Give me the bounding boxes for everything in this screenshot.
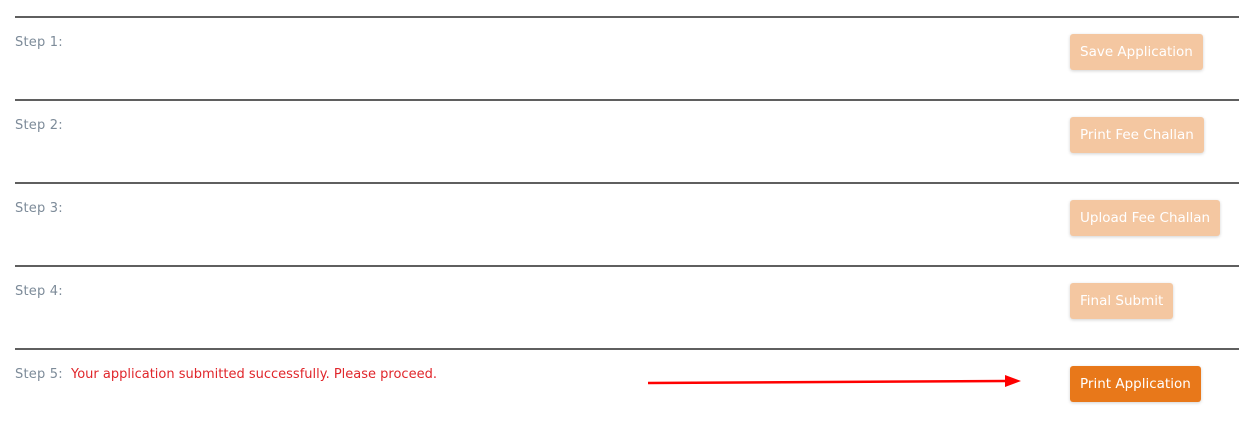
- print-fee-challan-button[interactable]: Print Fee Challan: [1070, 117, 1204, 153]
- step-label: Step 1:: [15, 35, 63, 50]
- step-row-1: Step 1: Save Application: [15, 16, 1239, 99]
- save-application-button[interactable]: Save Application: [1070, 34, 1203, 70]
- step-label: Step 5:: [15, 367, 63, 382]
- step-row-5: Step 5: Your application submitted succe…: [15, 348, 1239, 431]
- step-label: Step 3:: [15, 201, 63, 216]
- red-arrow-icon: [647, 375, 1021, 387]
- print-application-button[interactable]: Print Application: [1070, 366, 1201, 402]
- step-row-4: Step 4: Final Submit: [15, 265, 1239, 348]
- arrow-head: [1005, 375, 1021, 387]
- step-row-2: Step 2: Print Fee Challan: [15, 99, 1239, 182]
- step-label: Step 4:: [15, 284, 63, 299]
- step-row-3: Step 3: Upload Fee Challan: [15, 182, 1239, 265]
- arrow-shaft: [647, 379, 1008, 385]
- step-label: Step 2:: [15, 118, 63, 133]
- upload-fee-challan-button[interactable]: Upload Fee Challan: [1070, 200, 1221, 236]
- final-submit-button[interactable]: Final Submit: [1070, 283, 1174, 319]
- success-message: Your application submitted successfully.…: [71, 367, 437, 382]
